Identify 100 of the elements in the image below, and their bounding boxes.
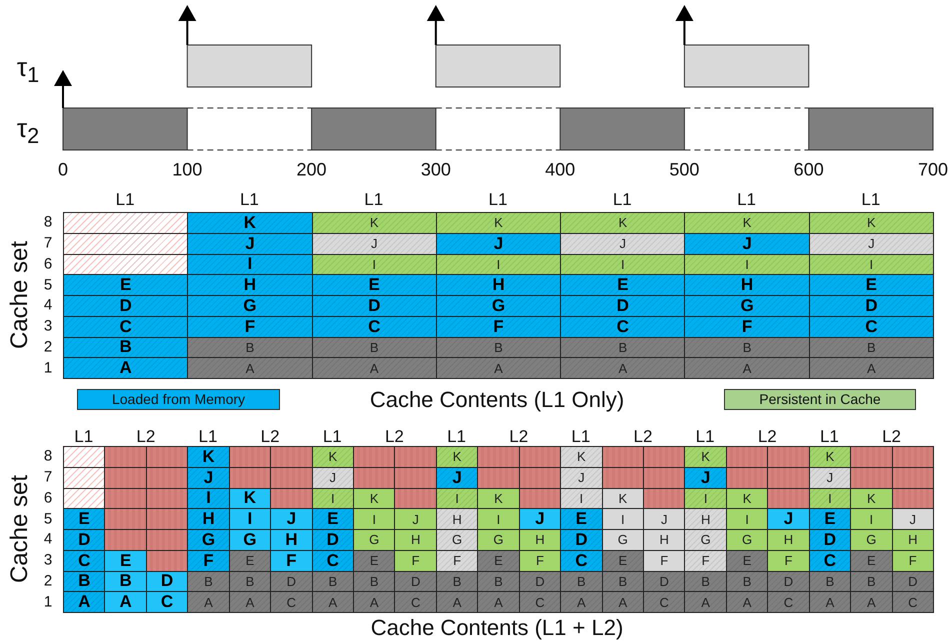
- column-header: L1: [488, 190, 508, 210]
- cache-line-cell: D: [808, 529, 852, 551]
- cache-line-cell: A: [477, 591, 520, 613]
- cache-line-cell: C: [560, 316, 686, 338]
- cache-line-cell: J: [394, 508, 437, 530]
- column-header: L1: [820, 427, 839, 447]
- axis-tick-label: 700: [918, 160, 948, 180]
- cache-line-cell: D: [63, 295, 188, 317]
- row-number: 5: [44, 276, 52, 294]
- axis-tick-label: 0: [58, 160, 68, 180]
- cache-line-cell: A: [187, 357, 313, 379]
- cache-line-cell: H: [684, 274, 810, 296]
- cache-line-cell: E: [228, 550, 272, 572]
- cache-line-cell: G: [684, 295, 810, 317]
- cache-line-cell: J: [187, 466, 230, 488]
- cache-line-cell: A: [684, 357, 810, 379]
- cache-line-cell: J: [187, 232, 313, 254]
- cache-line-cell: K: [436, 446, 478, 468]
- row-number: 2: [44, 572, 52, 590]
- cache-line-cell: J: [312, 232, 437, 254]
- cache-line-cell: K: [312, 446, 354, 468]
- column-header: L2: [882, 427, 902, 447]
- column-header: L1: [364, 190, 384, 210]
- row-number: 1: [44, 359, 52, 376]
- column-header: L1: [737, 190, 756, 210]
- cache-line-cell: I: [726, 508, 768, 530]
- cache-line-cell: J: [892, 508, 934, 530]
- cache-line-cell: B: [312, 336, 437, 358]
- cache-line-cell: B: [63, 336, 188, 358]
- row-number: 3: [44, 318, 52, 335]
- cache-line-cell: C: [518, 591, 562, 613]
- cache-line-cell: J: [643, 508, 686, 530]
- cache-line-cell: J: [518, 508, 562, 530]
- legend-item: Persistent in Cache: [724, 389, 916, 410]
- cache-line-cell: F: [187, 316, 313, 338]
- cache-line-cell: G: [353, 529, 396, 551]
- cache-line-cell: D: [63, 529, 106, 551]
- cache-line-cell: F: [643, 550, 686, 572]
- cache-line-cell: F: [767, 550, 810, 572]
- cache-line-cell: D: [560, 529, 603, 551]
- column-header: L1: [861, 190, 880, 210]
- cache-line-cell: J: [560, 232, 686, 254]
- axis-tick-label: 500: [669, 160, 700, 180]
- axis-tick-label: 600: [794, 160, 824, 180]
- column-header: L1: [571, 427, 590, 447]
- cache-line-cell: H: [518, 529, 562, 551]
- cache-line-cell: F: [684, 316, 810, 338]
- cache-line-cell: E: [63, 274, 188, 296]
- column-header: L2: [758, 427, 777, 447]
- cache-line-cell: B: [187, 336, 313, 358]
- column-header: L1: [198, 427, 218, 447]
- row-number: 3: [44, 552, 52, 569]
- axis-tick-label: 400: [545, 160, 576, 180]
- cache-line-cell: G: [436, 529, 478, 551]
- cache-line-cell: A: [228, 591, 272, 613]
- cache-line-cell: G: [477, 529, 520, 551]
- cache-line-cell: F: [187, 550, 230, 572]
- cache-line-cell: G: [187, 295, 313, 317]
- cache-line-cell: E: [850, 550, 893, 572]
- column-header: L1: [696, 427, 715, 447]
- axis-title: Cache set: [6, 240, 34, 350]
- cache-line-cell: K: [436, 212, 562, 234]
- cache-line-cell: G: [228, 529, 272, 551]
- cache-line-cell: A: [726, 591, 768, 613]
- cache-line-cell: I: [808, 254, 934, 276]
- row-number: 4: [44, 530, 52, 548]
- cache-line-cell: A: [187, 591, 230, 613]
- cache-line-cell: J: [312, 466, 354, 488]
- cache-line-cell: G: [602, 529, 644, 551]
- cache-line-cell: F: [684, 550, 727, 572]
- caption: Cache Contents (L1 Only): [370, 387, 624, 413]
- cache-line-cell: E: [726, 550, 768, 572]
- cache-line-cell: C: [312, 316, 437, 338]
- cache-line-cell: G: [726, 529, 768, 551]
- cache-line-cell: E: [560, 274, 686, 296]
- cache-line-cell: C: [146, 591, 188, 613]
- cache-line-cell: K: [808, 446, 852, 468]
- cache-line-cell: H: [767, 529, 810, 551]
- cache-line-cell: A: [353, 591, 396, 613]
- cache-line-cell: A: [63, 357, 188, 379]
- legend-item: Loaded from Memory: [77, 389, 280, 410]
- column-header: L1: [612, 190, 632, 210]
- cache-line-cell: K: [684, 446, 727, 468]
- cache-line-cell: I: [602, 508, 644, 530]
- cache-line-cell: E: [104, 550, 147, 572]
- cache-line-cell: I: [228, 508, 272, 530]
- cache-line-cell: H: [270, 529, 313, 551]
- cache-line-cell: F: [518, 550, 562, 572]
- cache-line-cell: C: [394, 591, 437, 613]
- cache-line-cell: K: [312, 212, 437, 234]
- cache-line-cell: C: [63, 550, 106, 572]
- cache-line-cell: K: [187, 212, 313, 234]
- cache-line-cell: E: [808, 508, 852, 530]
- column-header: L2: [509, 427, 528, 447]
- cache-line-cell: C: [63, 316, 188, 338]
- cache-line-cell: E: [477, 550, 520, 572]
- row-number: 6: [44, 489, 52, 506]
- axis-title: Cache set: [6, 474, 34, 584]
- cache-line-cell: A: [560, 357, 686, 379]
- cache-line-cell: E: [560, 508, 603, 530]
